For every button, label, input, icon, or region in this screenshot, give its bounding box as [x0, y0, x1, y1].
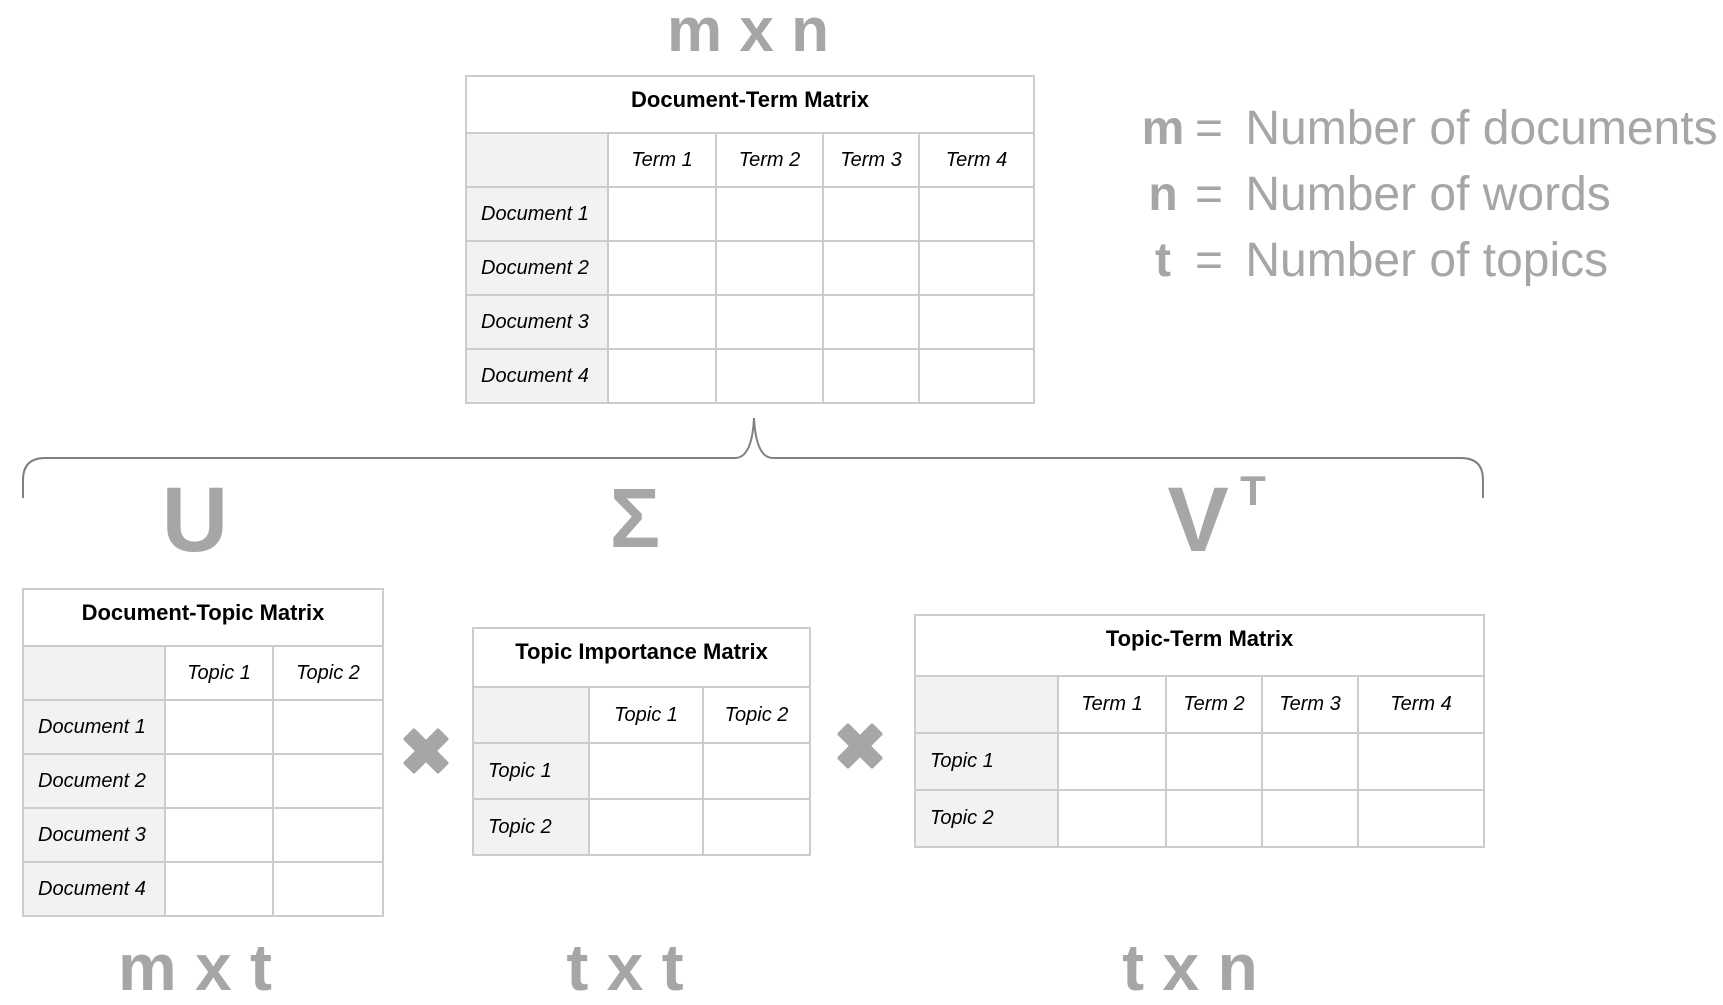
matrix-cell	[1261, 732, 1359, 791]
document-topic-matrix: Document-Topic Matrix Topic 1 Topic 2 Do…	[22, 588, 384, 917]
matrix-cell	[701, 742, 812, 800]
legend-n: n = Number of words	[1140, 168, 1611, 221]
column-header: Topic 1	[164, 645, 274, 701]
row-header: Topic 2	[472, 798, 590, 856]
matrix-cell	[272, 807, 384, 863]
corner-cell	[914, 675, 1059, 734]
matrix-title: Topic Importance Matrix	[471, 627, 812, 688]
legend-symbol: m	[1141, 102, 1185, 155]
row-header: Document 4	[465, 348, 609, 404]
matrix-cell	[1356, 732, 1486, 791]
matrix-cell	[164, 861, 274, 917]
matrix-cell	[272, 699, 384, 755]
matrix-cell	[917, 348, 1036, 404]
column-header: Topic 1	[588, 686, 704, 744]
top-dimension-label: m x n	[667, 0, 829, 65]
legend-equals: =	[1194, 102, 1224, 155]
matrix-cell	[607, 186, 717, 242]
row-header: Document 1	[22, 699, 166, 755]
topic-term-matrix: Topic-Term Matrix Term 1 Term 2 Term 3 T…	[913, 614, 1486, 848]
column-header: Term 1	[1057, 675, 1167, 734]
multiply-icon	[831, 717, 889, 775]
sigma-dimension-label: t x t	[566, 930, 684, 1004]
matrix-cell	[701, 798, 812, 856]
matrix-cell	[822, 240, 920, 296]
v-symbol: V	[1167, 469, 1229, 571]
column-header: Term 2	[715, 132, 824, 188]
row-header: Document 3	[465, 294, 609, 350]
transpose-superscript: T	[1240, 467, 1266, 514]
matrix-cell	[1057, 732, 1167, 791]
column-header: Topic 2	[272, 645, 384, 701]
document-term-matrix: Document-Term Matrix Term 1 Term 2 Term …	[464, 75, 1036, 404]
matrix-cell	[822, 186, 920, 242]
matrix-cell	[715, 240, 824, 296]
matrix-cell	[588, 742, 704, 800]
sigma-symbol: Σ	[609, 471, 661, 565]
matrix-cell	[1261, 789, 1359, 848]
matrix-cell	[164, 807, 274, 863]
matrix-title: Document-Term Matrix	[464, 75, 1036, 134]
matrix-cell	[917, 186, 1036, 242]
row-header: Topic 2	[914, 789, 1059, 848]
vt-dimension-label: t x n	[1122, 930, 1258, 1004]
matrix-cell	[164, 753, 274, 809]
matrix-cell	[715, 186, 824, 242]
matrix-cell	[917, 294, 1036, 350]
u-dimension-label: m x t	[117, 930, 273, 1004]
matrix-cell	[607, 348, 717, 404]
column-header: Topic 2	[701, 686, 812, 744]
legend-m: m= Number of documents	[1140, 105, 1718, 153]
u-symbol: U	[161, 469, 229, 571]
row-header: Document 4	[22, 861, 166, 917]
matrix-cell	[164, 699, 274, 755]
legend-text: Number of documents	[1245, 102, 1718, 155]
legend-t: t = Number of topics	[1140, 237, 1608, 285]
column-header: Term 3	[1261, 675, 1359, 734]
matrix-cell	[1356, 789, 1486, 848]
decomposition-brace	[22, 417, 1484, 498]
column-header: Term 4	[1356, 675, 1486, 734]
matrix-cell	[822, 348, 920, 404]
matrix-title: Topic-Term Matrix	[913, 614, 1486, 677]
matrix-cell	[272, 861, 384, 917]
legend-text: Number of topics	[1245, 234, 1609, 287]
topic-importance-matrix: Topic Importance Matrix Topic 1 Topic 2 …	[471, 627, 812, 856]
matrix-cell	[1165, 789, 1263, 848]
legend-equals: =	[1194, 234, 1224, 287]
matrix-cell	[715, 294, 824, 350]
row-header: Document 2	[465, 240, 609, 296]
matrix-cell	[607, 294, 717, 350]
column-header: Term 1	[607, 132, 717, 188]
row-header: Document 1	[465, 186, 609, 242]
legend-symbol: n	[1148, 168, 1178, 221]
legend-text: Number of words	[1245, 168, 1611, 221]
corner-cell	[22, 645, 166, 701]
matrix-cell	[588, 798, 704, 856]
legend-equals: =	[1194, 168, 1224, 221]
matrix-cell	[272, 753, 384, 809]
matrix-cell	[715, 348, 824, 404]
matrix-title: Document-Topic Matrix	[22, 588, 384, 647]
column-header: Term 2	[1165, 675, 1263, 734]
column-header: Term 3	[822, 132, 920, 188]
column-header: Term 4	[917, 132, 1036, 188]
corner-cell	[472, 686, 590, 744]
corner-cell	[465, 132, 609, 188]
row-header: Document 3	[22, 807, 166, 863]
matrix-cell	[607, 240, 717, 296]
row-header: Topic 1	[472, 742, 590, 800]
multiply-icon	[397, 722, 455, 780]
matrix-cell	[1057, 789, 1167, 848]
matrix-cell	[1165, 732, 1263, 791]
matrix-cell	[822, 294, 920, 350]
row-header: Document 2	[22, 753, 166, 809]
row-header: Topic 1	[914, 732, 1059, 791]
matrix-cell	[917, 240, 1036, 296]
legend-symbol: t	[1155, 234, 1171, 287]
